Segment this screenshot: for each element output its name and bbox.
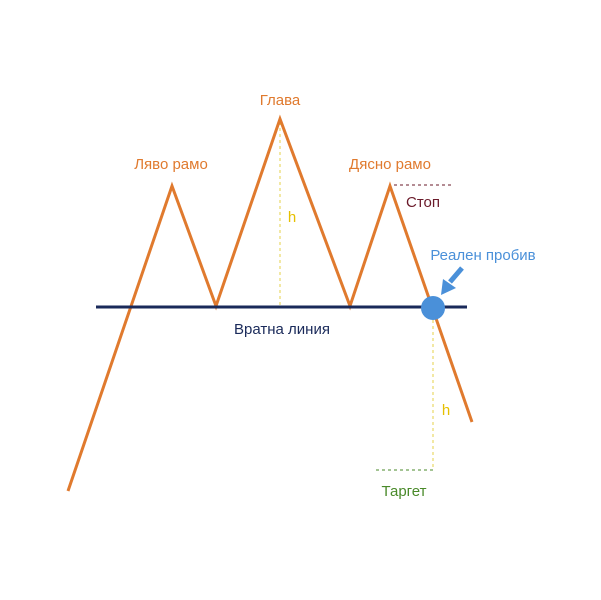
head-height-label: h <box>288 209 296 226</box>
target-label: Таргет <box>381 483 426 500</box>
head-label: Глава <box>260 92 301 109</box>
neckline-label: Вратна линия <box>234 321 330 338</box>
target-height-label: h <box>442 402 450 419</box>
left-shoulder-label: Ляво рамо <box>134 156 208 173</box>
breakout-point <box>421 296 445 320</box>
real-breakout-label: Реален пробив <box>430 247 535 264</box>
breakout-arrow-icon <box>441 266 464 295</box>
right-shoulder-label: Дясно рамо <box>349 156 431 173</box>
stop-label: Стоп <box>406 194 440 211</box>
price-path <box>66 114 474 492</box>
